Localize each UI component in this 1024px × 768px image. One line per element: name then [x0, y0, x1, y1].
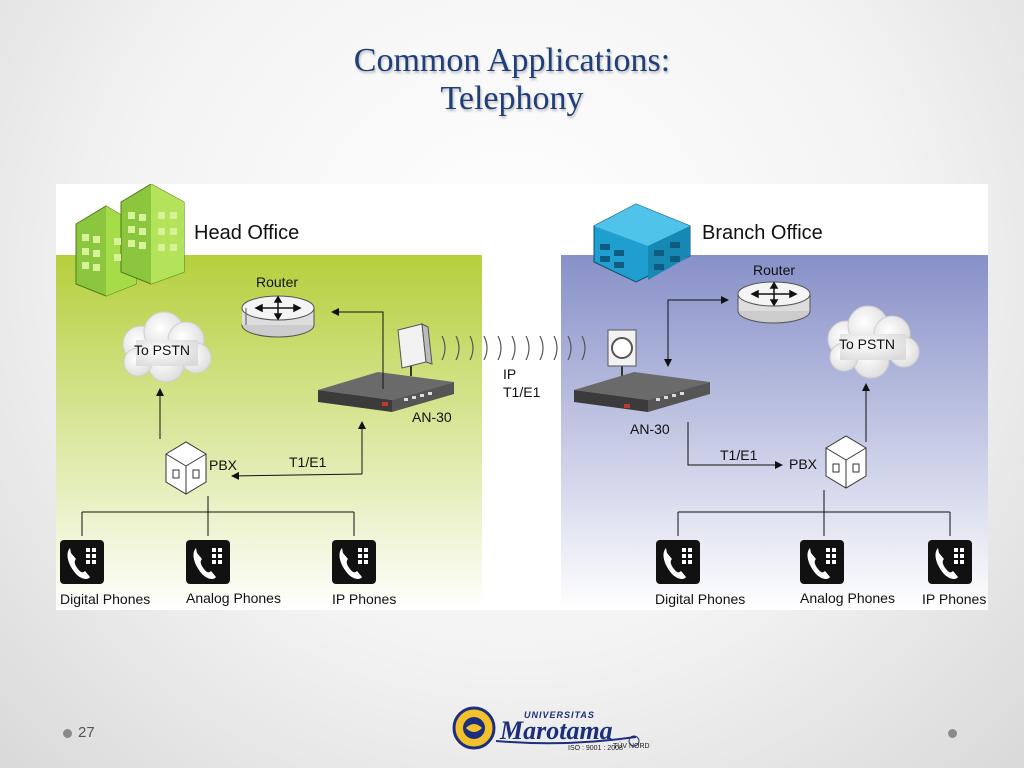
logo-name: Marotama: [500, 716, 613, 745]
head-digital-phones-label: Digital Phones: [60, 591, 151, 607]
branch-trunk-label: T1/E1: [720, 447, 758, 463]
head-antenna-icon: [397, 323, 433, 376]
logo-cert: TÜV NORD: [613, 743, 650, 750]
head-router-icon: [241, 295, 315, 338]
head-pbx-icon: [165, 441, 207, 495]
branch-office-building-icon: [593, 203, 691, 283]
head-analog-phone-icon: [186, 540, 230, 584]
head-an30-device-icon: [318, 372, 454, 412]
branch-pbx-label: PBX: [789, 456, 818, 472]
link-label-ip: IP: [503, 366, 517, 382]
head-pstn-label: To PSTN: [134, 342, 191, 358]
branch-connections: [664, 296, 951, 536]
head-pstn-cloud-icon: [122, 311, 212, 383]
head-analog-phones-label: Analog Phones: [186, 590, 281, 606]
head-ip-phones-label: IP Phones: [332, 591, 397, 607]
branch-pstn-label: To PSTN: [839, 336, 896, 352]
head-digital-phone-icon: [60, 540, 104, 584]
slide-title: Common Applications: Telephony: [0, 42, 1024, 118]
branch-analog-phone-icon: [800, 540, 844, 584]
logo-iso: ISO : 9001 : 2008: [568, 745, 623, 752]
branch-antenna-icon: [607, 329, 637, 376]
branch-pbx-icon: [825, 435, 867, 489]
branch-ip-phone-icon: [928, 540, 972, 584]
branch-router-icon: [737, 281, 811, 324]
link-label-t1e1: T1/E1: [503, 384, 541, 400]
branch-router-label: Router: [753, 262, 796, 278]
footer-bullet-right: [948, 729, 957, 738]
head-router-label: Router: [256, 274, 299, 290]
page-number: 27: [78, 724, 95, 741]
branch-ip-phones-label: IP Phones: [922, 591, 987, 607]
title-line-2: Telephony: [440, 80, 584, 117]
branch-digital-phone-icon: [656, 540, 700, 584]
diagram-graphics: [56, 184, 988, 610]
wireless-wave-icon: [441, 335, 586, 361]
branch-pstn-cloud-icon: [827, 305, 920, 379]
title-line-1: Common Applications:: [353, 42, 671, 79]
telephony-network-diagram: Head Office Branch Office Router Router …: [56, 184, 988, 610]
head-device-label: AN-30: [412, 409, 452, 425]
head-connections: [81, 308, 384, 536]
head-pbx-label: PBX: [209, 457, 238, 473]
branch-device-label: AN-30: [630, 421, 670, 437]
footer-bullet-left: [63, 729, 72, 738]
university-logo: [452, 706, 640, 750]
branch-an30-device-icon: [574, 372, 710, 412]
phone-icons: [60, 540, 972, 584]
branch-digital-phones-label: Digital Phones: [655, 591, 746, 607]
head-ip-phone-icon: [332, 540, 376, 584]
head-office-building-icon: [75, 184, 185, 297]
head-office-title: Head Office: [194, 222, 300, 244]
logo-top-text: UNIVERSITAS: [524, 710, 595, 720]
branch-analog-phones-label: Analog Phones: [800, 590, 895, 606]
head-trunk-label: T1/E1: [289, 454, 327, 470]
branch-office-title: Branch Office: [702, 222, 823, 244]
